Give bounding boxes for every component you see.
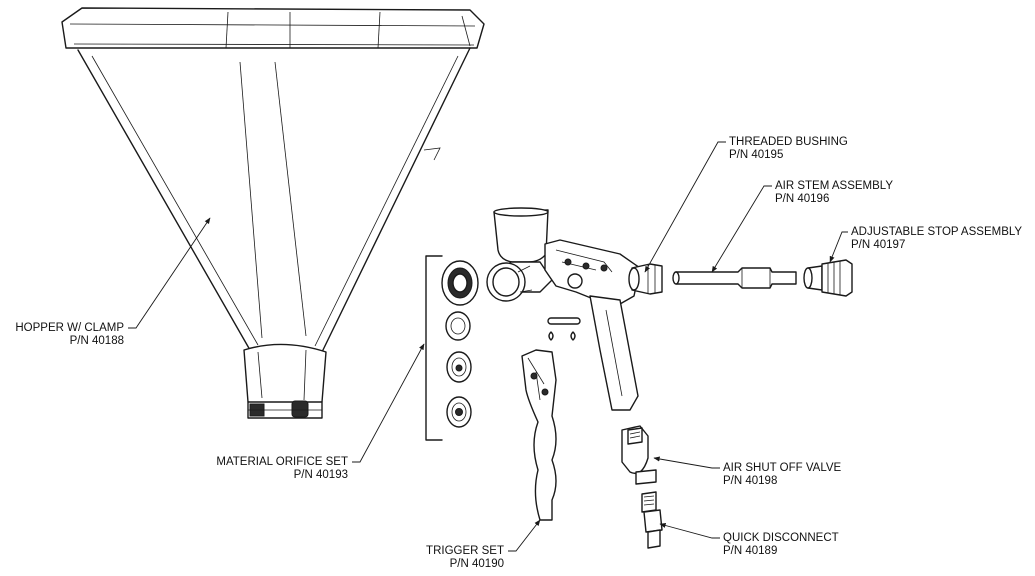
trigger-callout: TRIGGER SET P/N 40190: [412, 545, 504, 571]
threaded-bushing-part: [628, 263, 663, 295]
trigger-name: TRIGGER SET: [426, 545, 504, 557]
shutoff-callout: AIR SHUT OFF VALVE P/N 40198: [723, 462, 841, 488]
trigger-pin-part: [547, 317, 581, 341]
orifice-name: MATERIAL ORIFICE SET: [216, 456, 348, 468]
air-stem-part: [672, 267, 797, 289]
shutoff-part-number: P/N 40198: [723, 475, 778, 487]
orifice-set-part: [425, 255, 479, 441]
orifice-part-number: P/N 40193: [293, 469, 348, 481]
bushing-callout: THREADED BUSHING P/N 40195: [729, 136, 848, 162]
shutoff-name: AIR SHUT OFF VALVE: [723, 462, 842, 474]
stop-name: ADJUSTABLE STOP ASSEMBLY: [851, 226, 1023, 238]
trigger-part-number: P/N 40190: [449, 558, 504, 570]
stop-part-number: P/N 40197: [851, 239, 906, 251]
hopper-part: [61, 7, 485, 419]
leader-lines: [128, 141, 848, 552]
orifice-callout: MATERIAL ORIFICE SET P/N 40193: [196, 456, 348, 482]
air-stem-name: AIR STEM ASSEMBLY: [775, 180, 894, 192]
quick-disconnect-part: [641, 491, 663, 549]
disconnect-callout: QUICK DISCONNECT P/N 40189: [723, 532, 839, 558]
hopper-name: HOPPER W/ CLAMP: [15, 322, 124, 334]
disconnect-part-number: P/N 40189: [723, 545, 778, 557]
hopper-callout: HOPPER W/ CLAMP P/N 40188: [6, 322, 124, 348]
disconnect-name: QUICK DISCONNECT: [723, 532, 839, 544]
stop-callout: ADJUSTABLE STOP ASSEMBLY P/N 40197: [851, 226, 1022, 252]
hopper-part-number: P/N 40188: [69, 335, 124, 347]
air-stem-part-number: P/N 40196: [775, 193, 830, 205]
trigger-part: [521, 349, 557, 521]
adjustable-stop-part: [803, 259, 853, 297]
bushing-part-number: P/N 40195: [729, 149, 784, 161]
air-stem-callout: AIR STEM ASSEMBLY P/N 40196: [775, 180, 893, 206]
air-shutoff-valve-part: [621, 425, 657, 485]
bushing-name: THREADED BUSHING: [729, 136, 848, 148]
gun-body-part: [486, 207, 641, 411]
